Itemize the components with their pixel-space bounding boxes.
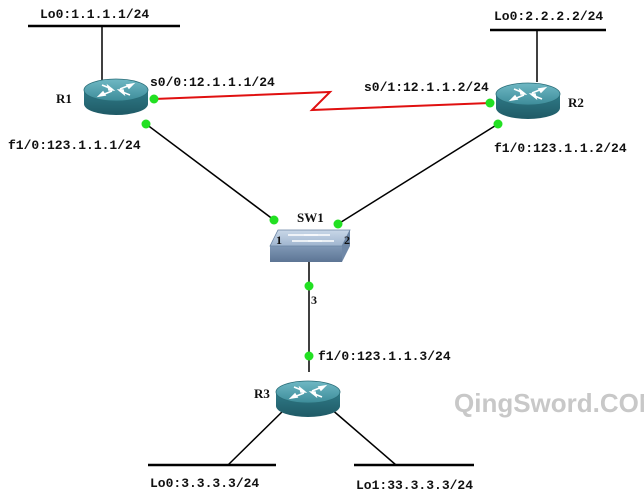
r3-name: R3: [254, 386, 270, 401]
r3-loopback1-segment: [329, 407, 474, 467]
sw1-port2-label: 2: [344, 233, 350, 247]
sw1-port1-label: 1: [276, 233, 282, 247]
r1-s00-port-dot: [149, 94, 159, 104]
r1-s00-label: s0/0:12.1.1.1/24: [150, 75, 275, 90]
r1-name: R1: [56, 91, 72, 106]
sw1-port1-dot: [269, 215, 279, 225]
switch-sw1-icon[interactable]: [269, 229, 351, 262]
sw1-port3-dot: [304, 281, 314, 291]
r3-loopback0-segment: [148, 407, 287, 467]
r1-loopback-segment: [28, 24, 180, 80]
r2-name: R2: [568, 95, 584, 110]
r1-f10-label: f1/0:123.1.1.1/24: [8, 138, 141, 153]
router-r1-icon[interactable]: [83, 78, 149, 116]
r1-lo0-label: Lo0:1.1.1.1/24: [40, 7, 149, 22]
r2-f10-label: f1/0:123.1.1.2/24: [494, 141, 627, 156]
r1-r2-serial-link: [153, 90, 491, 112]
r2-f10-port-dot: [493, 119, 503, 129]
sw1-port3-label: 3: [311, 293, 317, 307]
sw1-name: SW1: [297, 210, 324, 225]
r3-lo1-label: Lo1:33.3.3.3/24: [356, 478, 473, 493]
r2-s01-label: s0/1:12.1.1.2/24: [364, 80, 489, 95]
r2-s01-port-dot: [485, 98, 495, 108]
router-r2-icon[interactable]: [495, 82, 561, 120]
r2-sw1-link: [337, 123, 499, 225]
r3-f10-label: f1/0:123.1.1.3/24: [318, 349, 451, 364]
r2-lo0-label: Lo0:2.2.2.2/24: [494, 9, 603, 24]
router-r3-icon[interactable]: [275, 380, 341, 418]
r3-f10-port-dot: [304, 351, 314, 361]
r1-f10-port-dot: [141, 119, 151, 129]
sw1-port2-dot: [333, 219, 343, 229]
watermark-text: QingSword.COM: [454, 388, 644, 418]
r2-loopback-segment: [490, 28, 606, 82]
r1-sw1-link: [145, 123, 275, 221]
r3-lo0-label: Lo0:3.3.3.3/24: [150, 476, 259, 491]
